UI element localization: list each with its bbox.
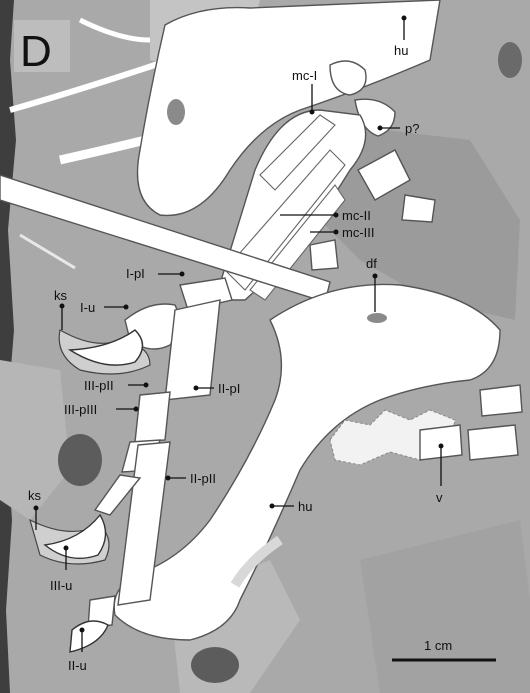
label-II-pII: II-pII [190, 471, 216, 486]
scale-bar-label: 1 cm [424, 638, 452, 653]
deltopectoral-foramen [367, 313, 387, 323]
label-p: p? [405, 121, 419, 136]
label-II-pI: II-pI [218, 381, 240, 396]
vertebra [468, 425, 518, 460]
inclusion [191, 647, 239, 683]
inclusion [498, 42, 522, 78]
label-ks-upper: ks [54, 288, 68, 303]
label-hu-top: hu [394, 43, 408, 58]
vertebra [480, 385, 522, 416]
label-v: v [436, 490, 443, 505]
label-df: df [366, 256, 377, 271]
label-mc-II: mc-II [342, 208, 371, 223]
label-ks-lower: ks [28, 488, 42, 503]
label-I-pI: I-pI [126, 266, 145, 281]
label-I-u: I-u [80, 300, 95, 315]
label-III-u: III-u [50, 578, 72, 593]
phalanx-III-pII [135, 392, 170, 442]
label-hu-mid: hu [298, 499, 312, 514]
inclusion [58, 434, 102, 486]
label-III-pII: III-pII [84, 378, 114, 393]
panel-letter: D [20, 27, 52, 76]
label-II-u: II-u [68, 658, 87, 673]
carpal [310, 240, 338, 270]
humerus-foramen [167, 99, 185, 125]
label-mc-I: mc-I [292, 68, 317, 83]
label-mc-III: mc-III [342, 225, 375, 240]
label-III-pIII: III-pIII [64, 402, 97, 417]
carpal [402, 195, 435, 222]
